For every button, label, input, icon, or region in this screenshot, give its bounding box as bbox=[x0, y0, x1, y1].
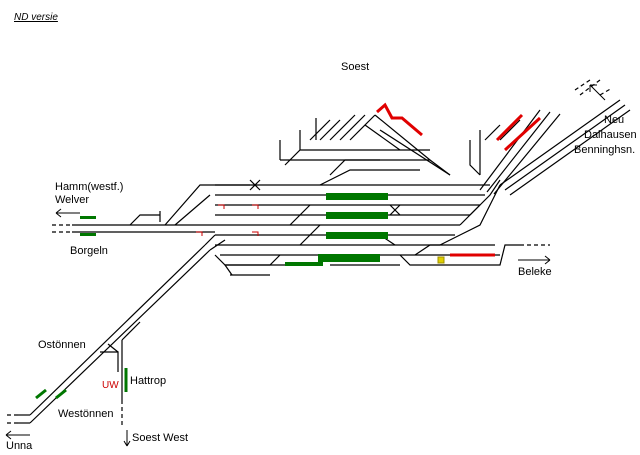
label-benninghsn: Benninghsn. bbox=[574, 144, 635, 156]
label-hamm: Hamm(westf.) bbox=[55, 181, 123, 193]
disused-track-2 bbox=[495, 113, 524, 142]
westonnen-platform bbox=[55, 388, 67, 400]
label-welver: Welver bbox=[55, 194, 89, 206]
ostonnen-platform bbox=[35, 388, 47, 400]
disused-track-1 bbox=[376, 102, 423, 137]
platform-2 bbox=[326, 212, 388, 219]
borgeln-platform-2 bbox=[80, 233, 96, 236]
disused-track-3 bbox=[503, 116, 542, 152]
hamm-arrow bbox=[55, 208, 80, 218]
label-unna: Unna bbox=[6, 440, 33, 452]
version-label: ND versie bbox=[14, 12, 58, 23]
label-soest-west: Soest West bbox=[132, 432, 188, 444]
unna-line bbox=[4, 244, 211, 428]
label-neu: Neu bbox=[604, 114, 624, 126]
unna-arrow bbox=[5, 430, 30, 440]
signal-marker-1 bbox=[218, 204, 225, 209]
label-westonnen: Westönnen bbox=[58, 408, 113, 420]
platform-3 bbox=[326, 232, 388, 239]
beleke-arrow bbox=[518, 255, 551, 265]
neu-arrow bbox=[589, 84, 606, 101]
platform-4 bbox=[318, 254, 380, 262]
label-beleke: Beleke bbox=[518, 266, 552, 278]
signal-marker-3 bbox=[196, 231, 203, 236]
label-borgeln: Borgeln bbox=[70, 245, 108, 257]
label-hattrop: Hattrop bbox=[130, 375, 166, 387]
platform-5 bbox=[285, 262, 323, 266]
level-crossing-marker bbox=[437, 256, 445, 264]
borgeln-platform bbox=[80, 216, 96, 219]
station-yard bbox=[204, 79, 631, 276]
label-dalhausen: Dalhausen bbox=[584, 129, 637, 141]
label-ostonnen: Ostönnen bbox=[38, 339, 86, 351]
signal-marker-2 bbox=[252, 204, 259, 209]
platform-1 bbox=[326, 193, 388, 200]
station-name-soest: Soest bbox=[341, 61, 369, 73]
signal-marker-4 bbox=[252, 231, 259, 236]
label-uw: UW bbox=[102, 380, 119, 391]
soest-west-arrow bbox=[123, 430, 131, 447]
